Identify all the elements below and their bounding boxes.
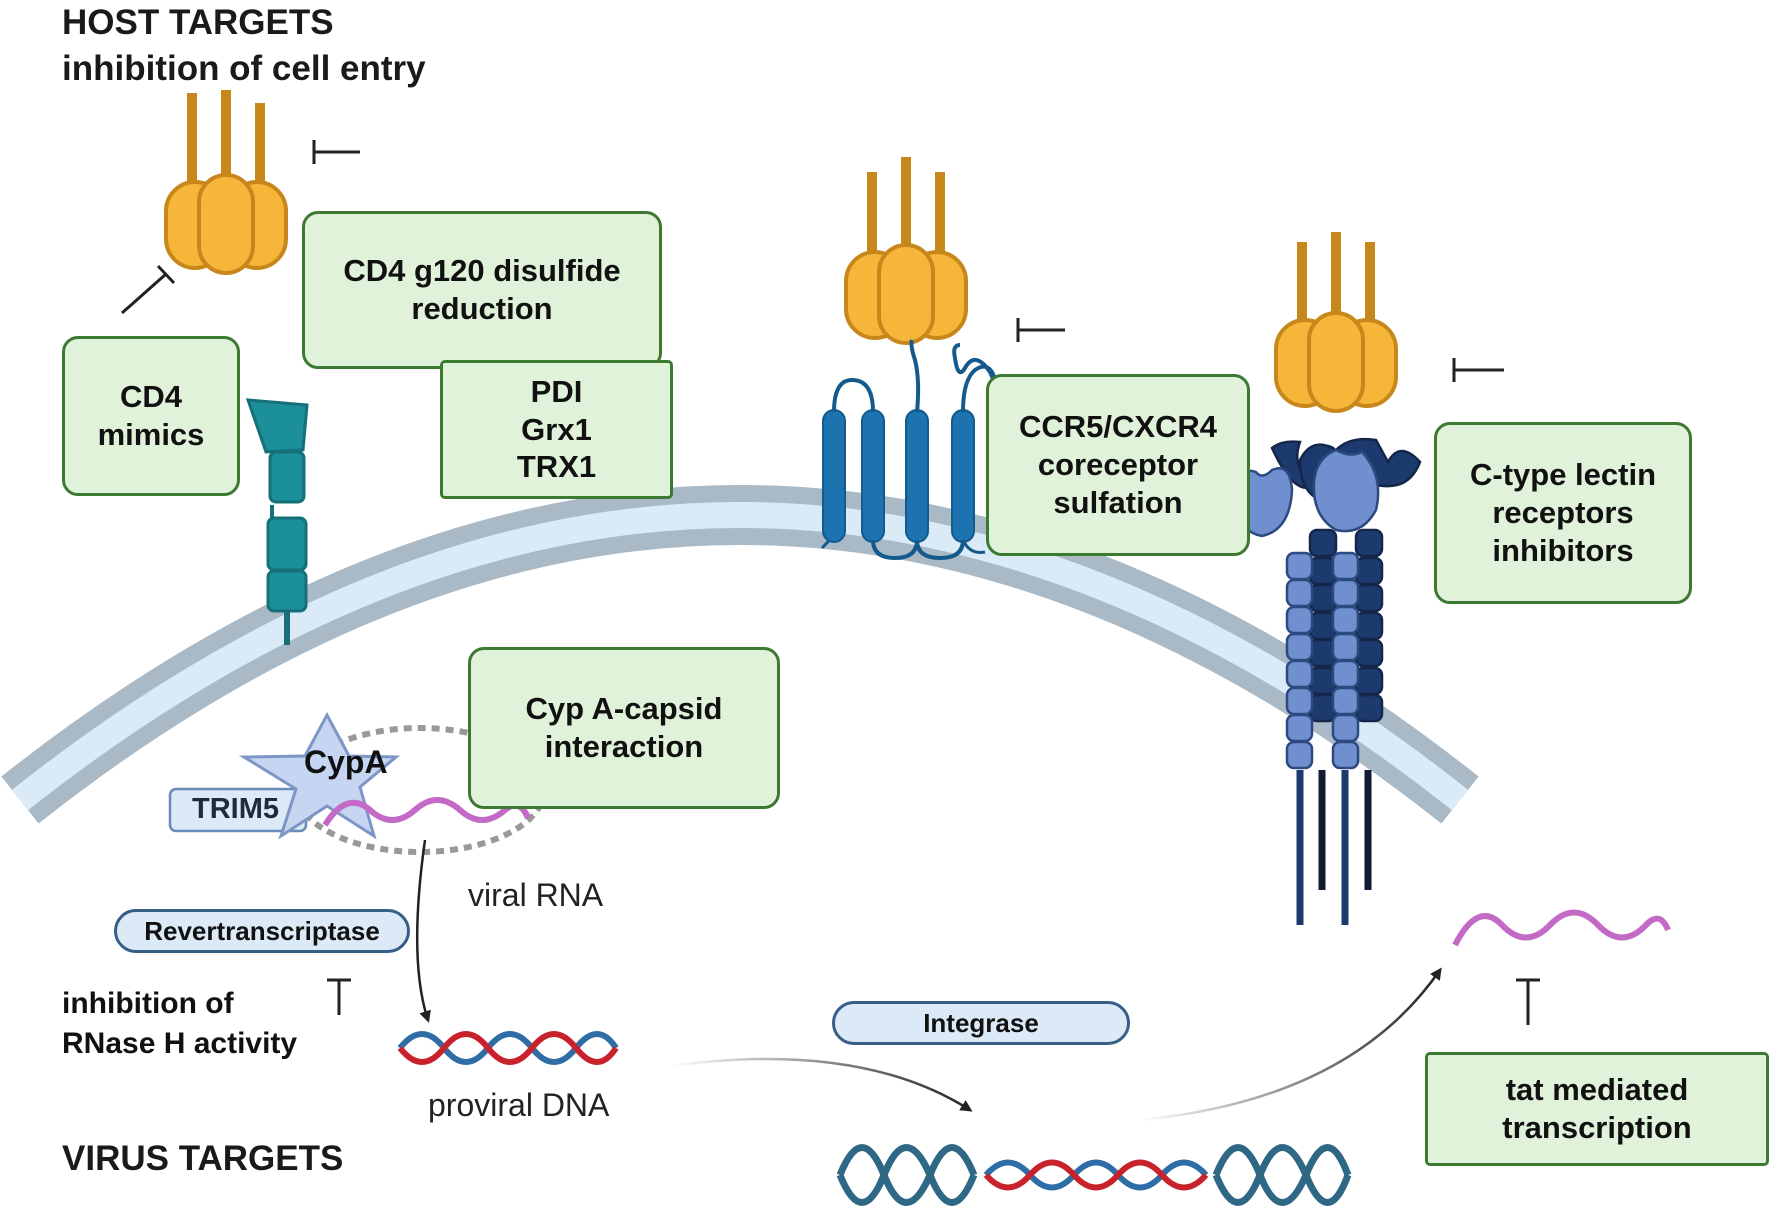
cell-membrane bbox=[1, 485, 1479, 824]
inhibition-mark-icon bbox=[327, 978, 351, 1015]
gp120-trimer-icon bbox=[844, 157, 968, 345]
host-targets-subheading: inhibition of cell entry bbox=[62, 49, 426, 88]
integrated-dna-icon bbox=[836, 1144, 1352, 1206]
viral-rna-label: viral RNA bbox=[468, 877, 604, 913]
proviral-dna-icon bbox=[397, 1031, 619, 1065]
host-targets-heading: HOST TARGETS bbox=[62, 3, 334, 42]
transcription-arrow bbox=[1139, 967, 1442, 1122]
revertranscriptase-pill: Revertranscriptase bbox=[114, 909, 410, 953]
cypa-label: CypA bbox=[304, 744, 388, 780]
integration-arrow bbox=[669, 1057, 973, 1112]
coreceptor-icon bbox=[820, 339, 999, 561]
gp120-trimer-icon bbox=[164, 90, 288, 275]
virus-targets-heading: VIRUS TARGETS bbox=[62, 1139, 344, 1178]
inhibition-mark-icon bbox=[121, 264, 176, 315]
inhibition-mark-icon bbox=[1016, 318, 1065, 342]
cd4-receptor-icon bbox=[245, 398, 309, 645]
integrase-pill: Integrase bbox=[832, 1001, 1130, 1045]
transcribed-rna-icon bbox=[1452, 909, 1671, 947]
trim5-label: TRIM5 bbox=[192, 793, 279, 825]
proviral-dna-label: proviral DNA bbox=[428, 1087, 610, 1123]
inhibition-mark-icon bbox=[1452, 358, 1504, 382]
rnase-inhibition-label-1: inhibition of bbox=[62, 987, 234, 1020]
gp120-trimer-icon bbox=[1274, 232, 1398, 413]
reverse-transcription-arrow bbox=[415, 839, 431, 1023]
inhibition-mark-icon bbox=[312, 140, 360, 164]
inhibition-mark-icon bbox=[1516, 978, 1540, 1025]
rnase-inhibition-label-2: RNase H activity bbox=[62, 1027, 298, 1060]
